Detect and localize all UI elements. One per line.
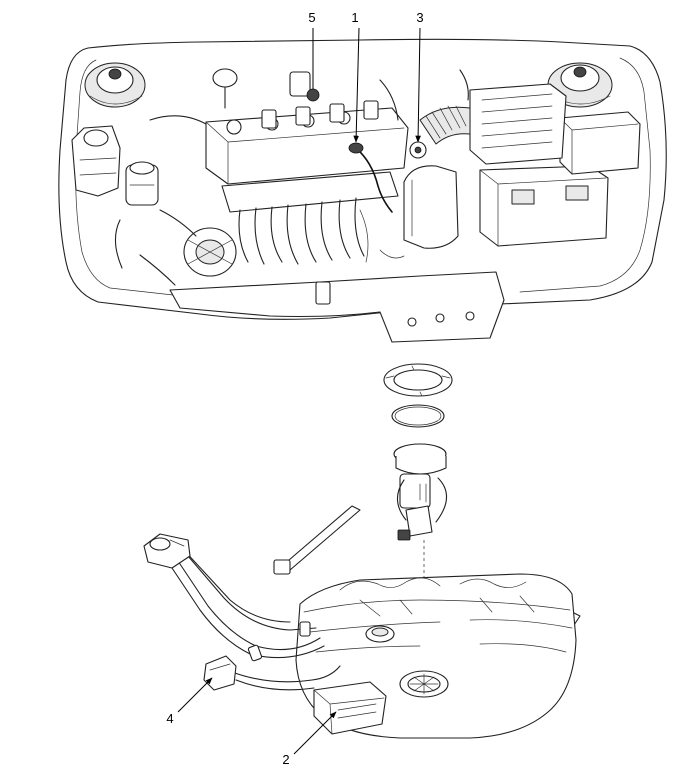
callout-label-4: 4 [166,711,173,726]
callout-5: 5 [308,10,316,89]
left-strut-tower [84,62,146,108]
intake-duct [419,105,471,145]
fuel-pressure-sensor [289,71,320,102]
tank-strap-left [273,505,361,575]
callout-3: 3 [415,10,424,143]
callout-2: 2 [282,711,337,767]
fuel-hose-connector [409,141,427,159]
front-crossmember [169,271,505,343]
callout-1: 1 [351,10,360,143]
resonator [403,165,459,249]
callout-4: 4 [166,677,213,726]
fuel-pump-assembly [383,363,453,668]
filler-hose-connector [203,655,237,691]
engine-hoses [114,69,469,286]
fuel-filler-pipe [143,533,341,691]
relay-box [559,111,641,175]
coolant-reservoir [71,125,121,197]
pump-gasket [391,404,445,428]
engine-compartment [58,38,667,343]
alternator [183,227,237,277]
intake-manifold [221,171,399,265]
brake-fluid-reservoir [125,161,159,206]
callout-label-3: 3 [416,10,423,25]
callout-label-2: 2 [282,752,289,767]
fuel-feed-hose [348,142,393,213]
canister [313,681,387,735]
pump-retaining-plate [383,363,453,397]
callout-label-1: 1 [351,10,358,25]
fuel-tank-system [143,505,581,739]
callout-label-5: 5 [308,10,315,25]
air-cleaner [469,83,567,165]
battery [479,165,609,247]
ignition-coils [261,100,379,129]
fuel-pump-module [393,443,448,541]
oil-filler [212,68,238,109]
